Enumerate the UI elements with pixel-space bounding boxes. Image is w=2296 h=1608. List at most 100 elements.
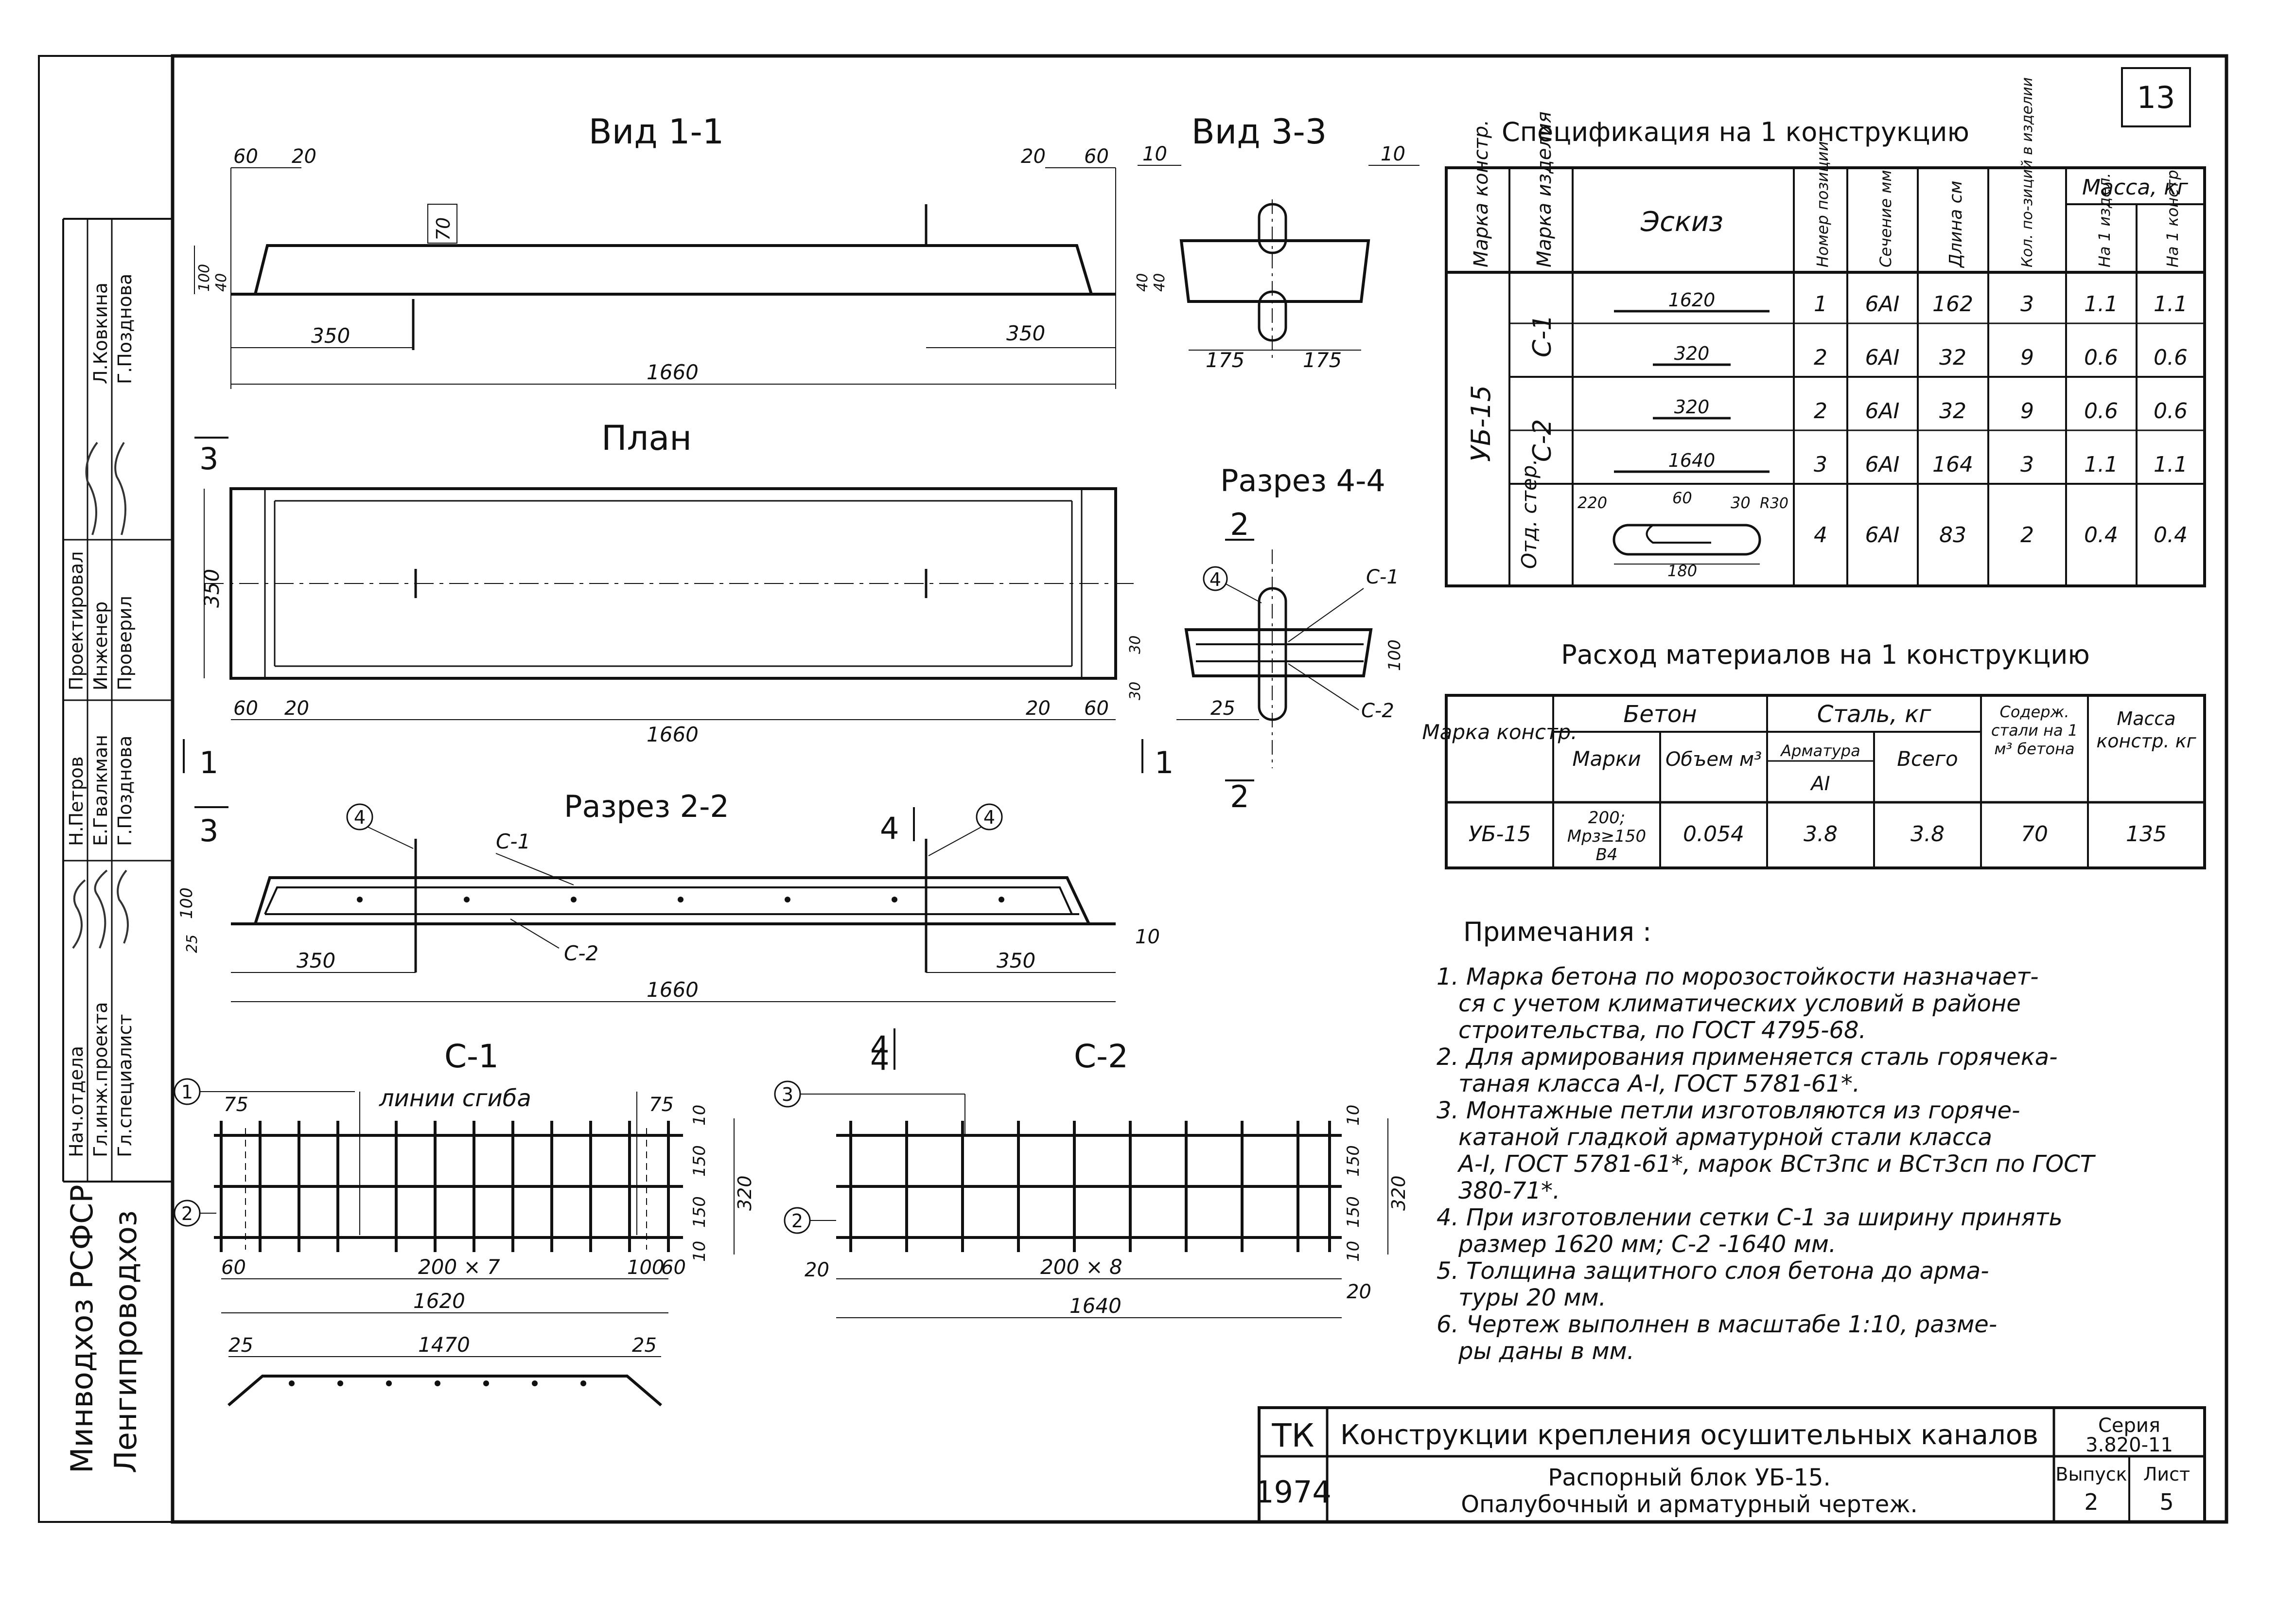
outer-frame <box>38 55 2227 1523</box>
svg-text:На 1 издел.: На 1 издел. <box>2095 173 2114 267</box>
svg-text:6AI: 6AI <box>1865 452 1899 477</box>
svg-text:32: 32 <box>1939 345 1966 370</box>
svg-text:25: 25 <box>228 1334 253 1357</box>
section-4-4: Разрез 4-4 2 2 4 С-1 С-2 30 30 100 25 <box>1127 463 1404 814</box>
svg-text:Отд. стер.: Отд. стер. <box>1517 459 1541 569</box>
svg-text:1470: 1470 <box>418 1333 470 1357</box>
svg-text:25: 25 <box>1210 697 1235 720</box>
svg-text:10: 10 <box>1142 143 1167 165</box>
svg-text:0.054: 0.054 <box>1683 822 1744 847</box>
svg-text:1620: 1620 <box>413 1289 465 1313</box>
svg-text:20: 20 <box>805 1259 829 1281</box>
view-title: Разрез 4-4 <box>1220 463 1385 498</box>
svg-text:1660: 1660 <box>647 360 699 384</box>
svg-text:30: 30 <box>1127 682 1144 700</box>
svg-text:350: 350 <box>200 569 224 608</box>
svg-text:180: 180 <box>1667 562 1697 580</box>
svg-text:1.1: 1.1 <box>2084 292 2118 317</box>
svg-text:Серия: Серия <box>2098 1414 2160 1437</box>
svg-text:С-2: С-2 <box>1361 700 1394 722</box>
svg-text:4: 4 <box>870 1029 889 1065</box>
svg-text:ТК: ТК <box>1271 1417 1314 1454</box>
svg-text:40: 40 <box>1151 273 1168 292</box>
svg-text:размер 1620 мм; С-2 -1640 мм.: размер 1620 мм; С-2 -1640 мм. <box>1458 1231 1836 1258</box>
svg-text:2: 2 <box>2020 523 2034 548</box>
svg-text:175: 175 <box>1303 348 1342 372</box>
svg-text:2: 2 <box>1814 399 1827 424</box>
svg-text:3.8: 3.8 <box>1804 822 1838 847</box>
svg-text:380-71*.: 380-71*. <box>1458 1177 1560 1204</box>
svg-text:350: 350 <box>297 949 335 972</box>
svg-text:2: 2 <box>181 1203 193 1224</box>
left-stamp: Нач.отдела Гл.инж.проекта Гл.специалист … <box>62 218 173 1473</box>
notes: Примечания : 1. Марка бетона по морозост… <box>1437 917 2096 1365</box>
svg-text:3: 3 <box>2020 452 2034 477</box>
svg-text:320: 320 <box>734 1175 755 1211</box>
svg-text:150: 150 <box>690 1196 709 1228</box>
svg-text:25: 25 <box>184 935 201 953</box>
svg-text:40: 40 <box>1134 273 1151 292</box>
svg-text:туры 20 мм.: туры 20 мм. <box>1458 1284 1606 1311</box>
svg-text:25: 25 <box>632 1334 657 1357</box>
svg-text:70: 70 <box>2021 822 2048 847</box>
svg-text:таная класса А-I, ГОСТ 5781-61: таная класса А-I, ГОСТ 5781-61*. <box>1458 1070 1860 1097</box>
stamp-org: Минводхоз РСФСР <box>64 1184 100 1473</box>
svg-text:3: 3 <box>199 441 218 477</box>
svg-text:Сталь, кг: Сталь, кг <box>1817 701 1931 728</box>
svg-text:75: 75 <box>649 1094 674 1116</box>
svg-text:200 × 7: 200 × 7 <box>418 1255 500 1279</box>
svg-text:5. Толщина защитного слоя бето: 5. Толщина защитного слоя бетона до арма… <box>1437 1257 1989 1285</box>
materials-table: Расход материалов на 1 конструкцию Марка… <box>1422 639 2206 869</box>
svg-text:0.4: 0.4 <box>2154 523 2188 548</box>
svg-text:30: 30 <box>1731 494 1751 512</box>
svg-text:1: 1 <box>1814 292 1827 317</box>
svg-text:350: 350 <box>1006 321 1045 345</box>
svg-text:1. Марка бетона по морозостойк: 1. Марка бетона по морозостойкости назна… <box>1437 963 2039 990</box>
svg-text:0.6: 0.6 <box>2084 399 2118 424</box>
svg-text:Марка констр.: Марка констр. <box>1422 720 1577 744</box>
svg-text:83: 83 <box>1939 523 1966 548</box>
svg-text:3: 3 <box>1814 452 1827 477</box>
svg-text:2: 2 <box>1230 779 1249 814</box>
svg-text:1: 1 <box>181 1081 193 1103</box>
svg-text:4: 4 <box>983 807 995 828</box>
svg-text:1974: 1974 <box>1255 1474 1332 1510</box>
svg-text:катаной гладкой арматурной ста: катаной гладкой арматурной стали класса <box>1458 1124 1992 1151</box>
svg-text:строительства, по ГОСТ 4795-68: строительства, по ГОСТ 4795-68. <box>1458 1017 1866 1044</box>
svg-text:150: 150 <box>1344 1196 1363 1228</box>
svg-text:60: 60 <box>1672 489 1692 507</box>
svg-text:Марка констр.: Марка констр. <box>1470 120 1492 267</box>
svg-text:150: 150 <box>1344 1145 1363 1177</box>
svg-text:УБ-15: УБ-15 <box>1469 822 1531 847</box>
svg-text:4: 4 <box>1814 523 1827 548</box>
svg-text:135: 135 <box>2126 822 2167 847</box>
svg-text:40: 40 <box>213 273 230 292</box>
svg-text:С-2: С-2 <box>1528 419 1557 462</box>
svg-text:20: 20 <box>1021 145 1046 168</box>
svg-text:С-2: С-2 <box>564 941 598 965</box>
svg-text:2: 2 <box>1230 507 1249 542</box>
svg-text:4. При изготовлении сетки С-1: 4. При изготовлении сетки С-1 за ширину … <box>1437 1204 2063 1231</box>
svg-text:0.6: 0.6 <box>2154 399 2188 424</box>
stamp-name: Е.Гвалкман <box>90 735 111 846</box>
svg-text:150: 150 <box>690 1145 709 1177</box>
svg-text:164: 164 <box>1932 452 1973 477</box>
svg-text:С-1: С-1 <box>1366 566 1399 588</box>
svg-text:R30: R30 <box>1760 495 1788 512</box>
svg-text:1640: 1640 <box>1069 1294 1122 1318</box>
svg-text:60: 60 <box>661 1256 686 1279</box>
view-title: Разрез 2-2 <box>564 789 729 824</box>
svg-text:Всего: Всего <box>1897 747 1958 771</box>
svg-text:20: 20 <box>1347 1281 1371 1303</box>
svg-text:5: 5 <box>2159 1489 2173 1515</box>
stamp-role: Гл.инж.проекта <box>90 1002 111 1157</box>
svg-text:1640: 1640 <box>1668 450 1716 471</box>
svg-text:6AI: 6AI <box>1865 523 1899 548</box>
svg-text:30: 30 <box>1127 636 1144 654</box>
svg-text:Масса, кг: Масса, кг <box>2082 175 2189 200</box>
svg-text:Номер позиции: Номер позиции <box>1813 141 1832 267</box>
svg-text:линии сгиба: линии сгиба <box>379 1085 531 1112</box>
svg-text:6AI: 6AI <box>1865 345 1899 370</box>
svg-text:3: 3 <box>199 813 218 848</box>
svg-text:100: 100 <box>627 1256 664 1279</box>
